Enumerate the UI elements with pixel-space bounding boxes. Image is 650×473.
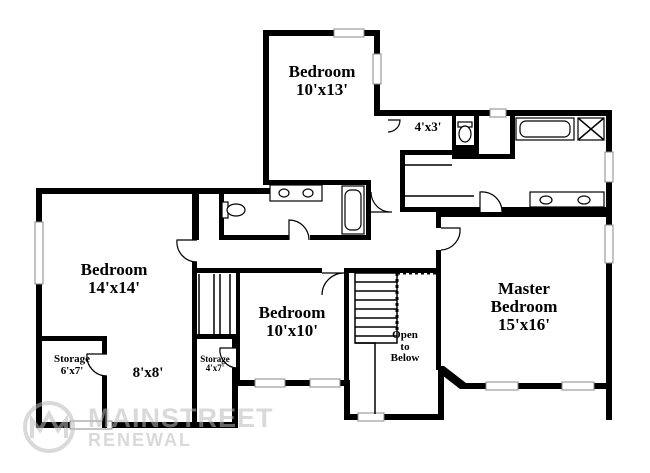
open-to-below-label: Open to Below — [380, 329, 430, 365]
windows — [34, 28, 614, 430]
master-bedroom-label: Master Bedroom 15'x16' — [464, 280, 584, 334]
bedroom-top-label: Bedroom 10'x13' — [272, 63, 372, 99]
storage-left-name: Storage — [53, 353, 91, 365]
bath-fixtures — [221, 117, 605, 235]
bedroom-left-size: 14'x14' — [88, 277, 140, 297]
master-bedroom-line2: Bedroom — [490, 296, 558, 316]
bedroom-left-name: Bedroom — [80, 260, 148, 279]
storage-left-label: Storage 6'x7' — [42, 353, 102, 377]
closet-lines — [198, 164, 474, 334]
storage-center-size: 4'x7' — [205, 363, 225, 374]
watermark-logo: MAINSTREET RENEWAL — [22, 400, 273, 456]
bedroom-center-name: Bedroom — [258, 303, 326, 322]
storage-center-label: Storage 4'x7' — [197, 354, 233, 374]
bedroom-center-size: 10'x10' — [266, 320, 318, 340]
watermark-sub: RENEWAL — [88, 430, 192, 450]
closet-size-label: 4'x3' — [414, 119, 442, 134]
bedroom-left-label: Bedroom 14'x14' — [62, 261, 166, 297]
open-to-below-line1: Open — [392, 329, 418, 341]
stairs — [354, 271, 438, 414]
storage-center-name: Storage — [200, 354, 230, 364]
logo-icon — [23, 401, 75, 453]
bedroom-top-size: 10'x13' — [296, 79, 348, 99]
bedroom-top-name: Bedroom — [288, 62, 356, 81]
open-to-below-line3: Below — [390, 352, 420, 365]
master-bedroom-size: 15'x16' — [498, 314, 550, 334]
closet-left-size: 8'x8' — [132, 365, 164, 381]
watermark-name: MAINSTREET — [88, 403, 274, 433]
bedroom-center-label: Bedroom 10'x10' — [244, 304, 340, 340]
storage-left-size: 6'x7' — [60, 364, 84, 377]
interior-walls — [36, 116, 612, 428]
door-swings — [86, 119, 503, 377]
master-bedroom-line1: Master — [498, 279, 550, 298]
open-to-below-line2: to — [400, 340, 410, 353]
